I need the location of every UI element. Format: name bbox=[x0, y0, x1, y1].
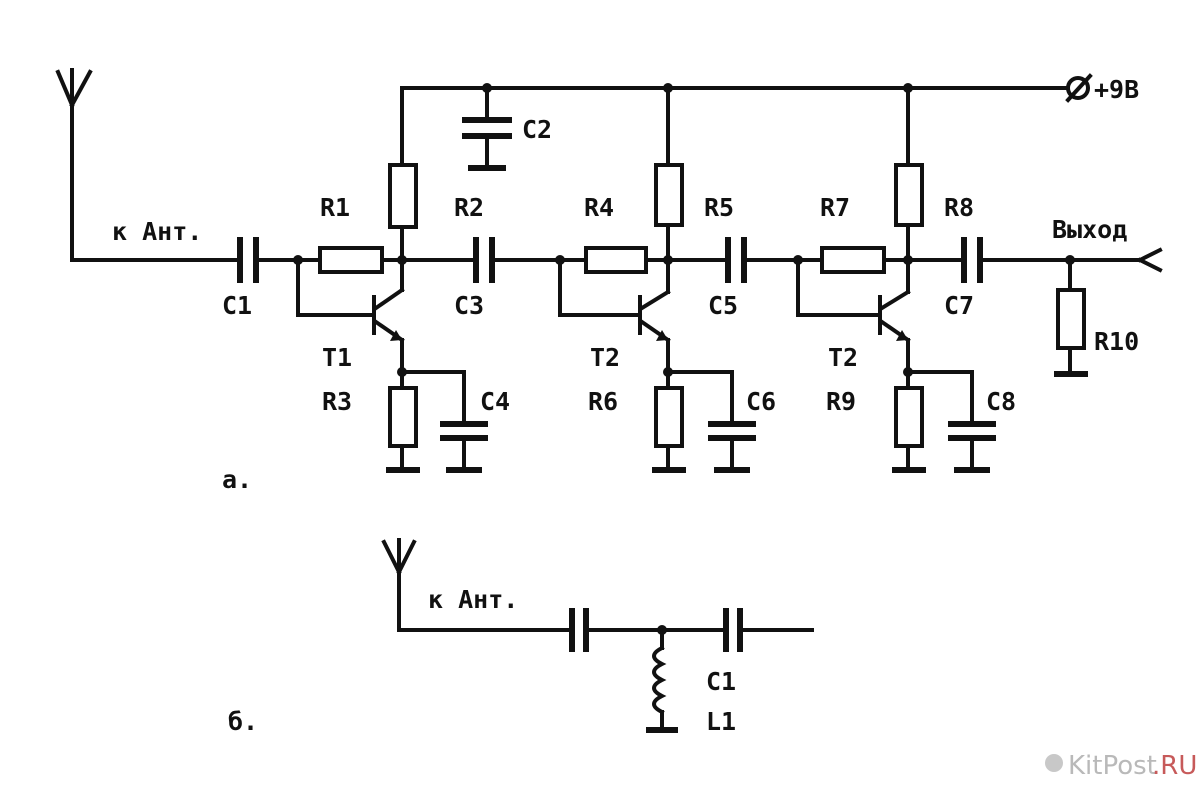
label-c1: C1 bbox=[222, 291, 252, 320]
resistor-r5 bbox=[654, 163, 684, 227]
label-r9: R9 bbox=[826, 387, 856, 416]
panel-label-a: а. bbox=[222, 465, 252, 494]
label-r3: R3 bbox=[322, 387, 352, 416]
label-c1-b: C1 bbox=[706, 667, 736, 696]
supply-label: +9В bbox=[1094, 75, 1139, 104]
resistor-r4 bbox=[584, 246, 648, 274]
capacitor-c5 bbox=[725, 237, 747, 283]
label-r2: R2 bbox=[454, 193, 484, 222]
label-c6: C6 bbox=[746, 387, 776, 416]
diagram-b: к Ант. C1 L1 б. bbox=[228, 538, 814, 736]
label-r5: R5 bbox=[704, 193, 734, 222]
watermark-text: KitPost bbox=[1068, 751, 1157, 781]
label-t1: T1 bbox=[322, 343, 352, 372]
resistor-r10 bbox=[1056, 288, 1086, 350]
stage-3 bbox=[793, 163, 996, 473]
label-c8: C8 bbox=[986, 387, 1016, 416]
watermark-suffix: .RU bbox=[1152, 751, 1197, 781]
label-l1: L1 bbox=[706, 707, 736, 736]
antenna-symbol-a bbox=[55, 68, 93, 262]
label-r6: R6 bbox=[588, 387, 618, 416]
resistor-r7 bbox=[820, 246, 886, 274]
diagram-a: к Ант. +9В bbox=[55, 68, 1163, 494]
label-c2: C2 bbox=[522, 115, 552, 144]
resistor-r3 bbox=[388, 386, 418, 448]
stage-1 bbox=[293, 163, 488, 473]
capacitor-c1 bbox=[237, 237, 259, 283]
antenna-symbol-b bbox=[381, 538, 417, 632]
resistor-r6 bbox=[654, 386, 684, 448]
label-r4: R4 bbox=[584, 193, 614, 222]
label-c7: C7 bbox=[944, 291, 974, 320]
label-c3: C3 bbox=[454, 291, 484, 320]
label-r1: R1 bbox=[320, 193, 350, 222]
label-c4: C4 bbox=[480, 387, 510, 416]
capacitor-c3 bbox=[473, 237, 495, 283]
panel-label-b: б. bbox=[228, 707, 258, 736]
label-r7: R7 bbox=[820, 193, 850, 222]
label-t2-stage3: T2 bbox=[828, 343, 858, 372]
capacitor-c7 bbox=[961, 237, 983, 283]
label-t2-stage2: T2 bbox=[590, 343, 620, 372]
resistor-r8 bbox=[894, 163, 924, 227]
antenna-label-b: к Ант. bbox=[428, 585, 518, 614]
watermark-logo: KitPost .RU bbox=[1045, 751, 1197, 781]
output-load bbox=[1054, 255, 1088, 377]
resistor-r1 bbox=[318, 246, 384, 274]
inductor-l1 bbox=[646, 628, 678, 733]
label-r10: R10 bbox=[1094, 327, 1139, 356]
label-r8: R8 bbox=[944, 193, 974, 222]
resistor-r9 bbox=[894, 386, 924, 448]
stage-2 bbox=[555, 163, 756, 473]
antenna-label-a: к Ант. bbox=[112, 217, 202, 246]
capacitor-c2 bbox=[462, 86, 512, 171]
output-label: Выход bbox=[1052, 215, 1127, 244]
label-c5: C5 bbox=[708, 291, 738, 320]
resistor-r2 bbox=[388, 163, 418, 229]
